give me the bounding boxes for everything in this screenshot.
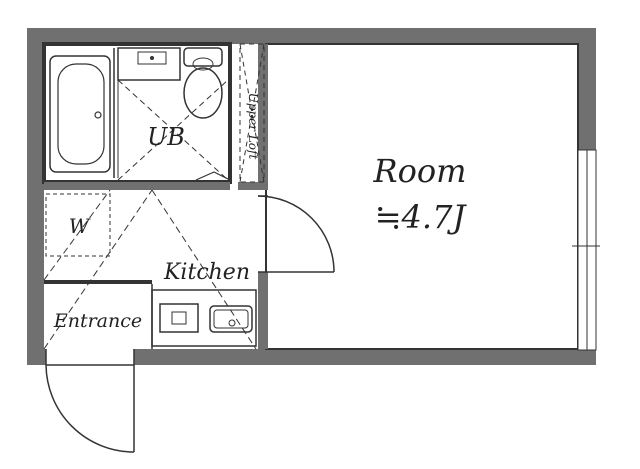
kitchen-diagonal-2 [151, 189, 257, 350]
kitchen-sink [209, 305, 253, 333]
drain-icon [94, 111, 102, 119]
bathtub [49, 55, 111, 173]
kitchen-diagonal-3 [43, 189, 111, 281]
partition-wall-lower [258, 272, 268, 349]
stove [159, 303, 199, 333]
kitchen-diagonal-1 [43, 189, 153, 350]
entrance-label: Entrance [53, 310, 142, 332]
toilet-tank [183, 47, 223, 67]
entrance-door-gap [46, 349, 134, 365]
entrance-door-swing [45, 364, 135, 453]
bath-diagonal-2 [117, 79, 229, 181]
stove-inner [171, 311, 187, 325]
toilet-bowl [183, 67, 223, 119]
room-name-label: Room [373, 152, 467, 190]
faucet-icon [150, 56, 154, 60]
wall-bath-bottom [44, 182, 230, 190]
partition-wall [258, 44, 268, 184]
closet-w [45, 193, 111, 257]
kitchen-drain-icon [228, 319, 236, 327]
upper-loft-area [239, 43, 265, 183]
kitchen-label: Kitchen [163, 260, 250, 285]
room-size-label: ≒4.7J [375, 198, 468, 236]
toilet-seat [192, 57, 214, 71]
bath-sink [117, 47, 181, 81]
upper-loft-label: Upper Loft [246, 93, 260, 160]
wall-kitchen-entrance [44, 280, 152, 284]
unit-bath-label: UB [147, 123, 185, 151]
interior-door-swing [257, 195, 335, 273]
kitchen-counter [151, 289, 257, 347]
bath-sink-basin [137, 51, 167, 65]
interior-floor [44, 44, 578, 349]
partition-wall-top-right [238, 182, 268, 190]
kitchen-sink-basin [213, 309, 249, 329]
closet-label: W [69, 214, 91, 238]
bathtub-inner [57, 63, 105, 165]
